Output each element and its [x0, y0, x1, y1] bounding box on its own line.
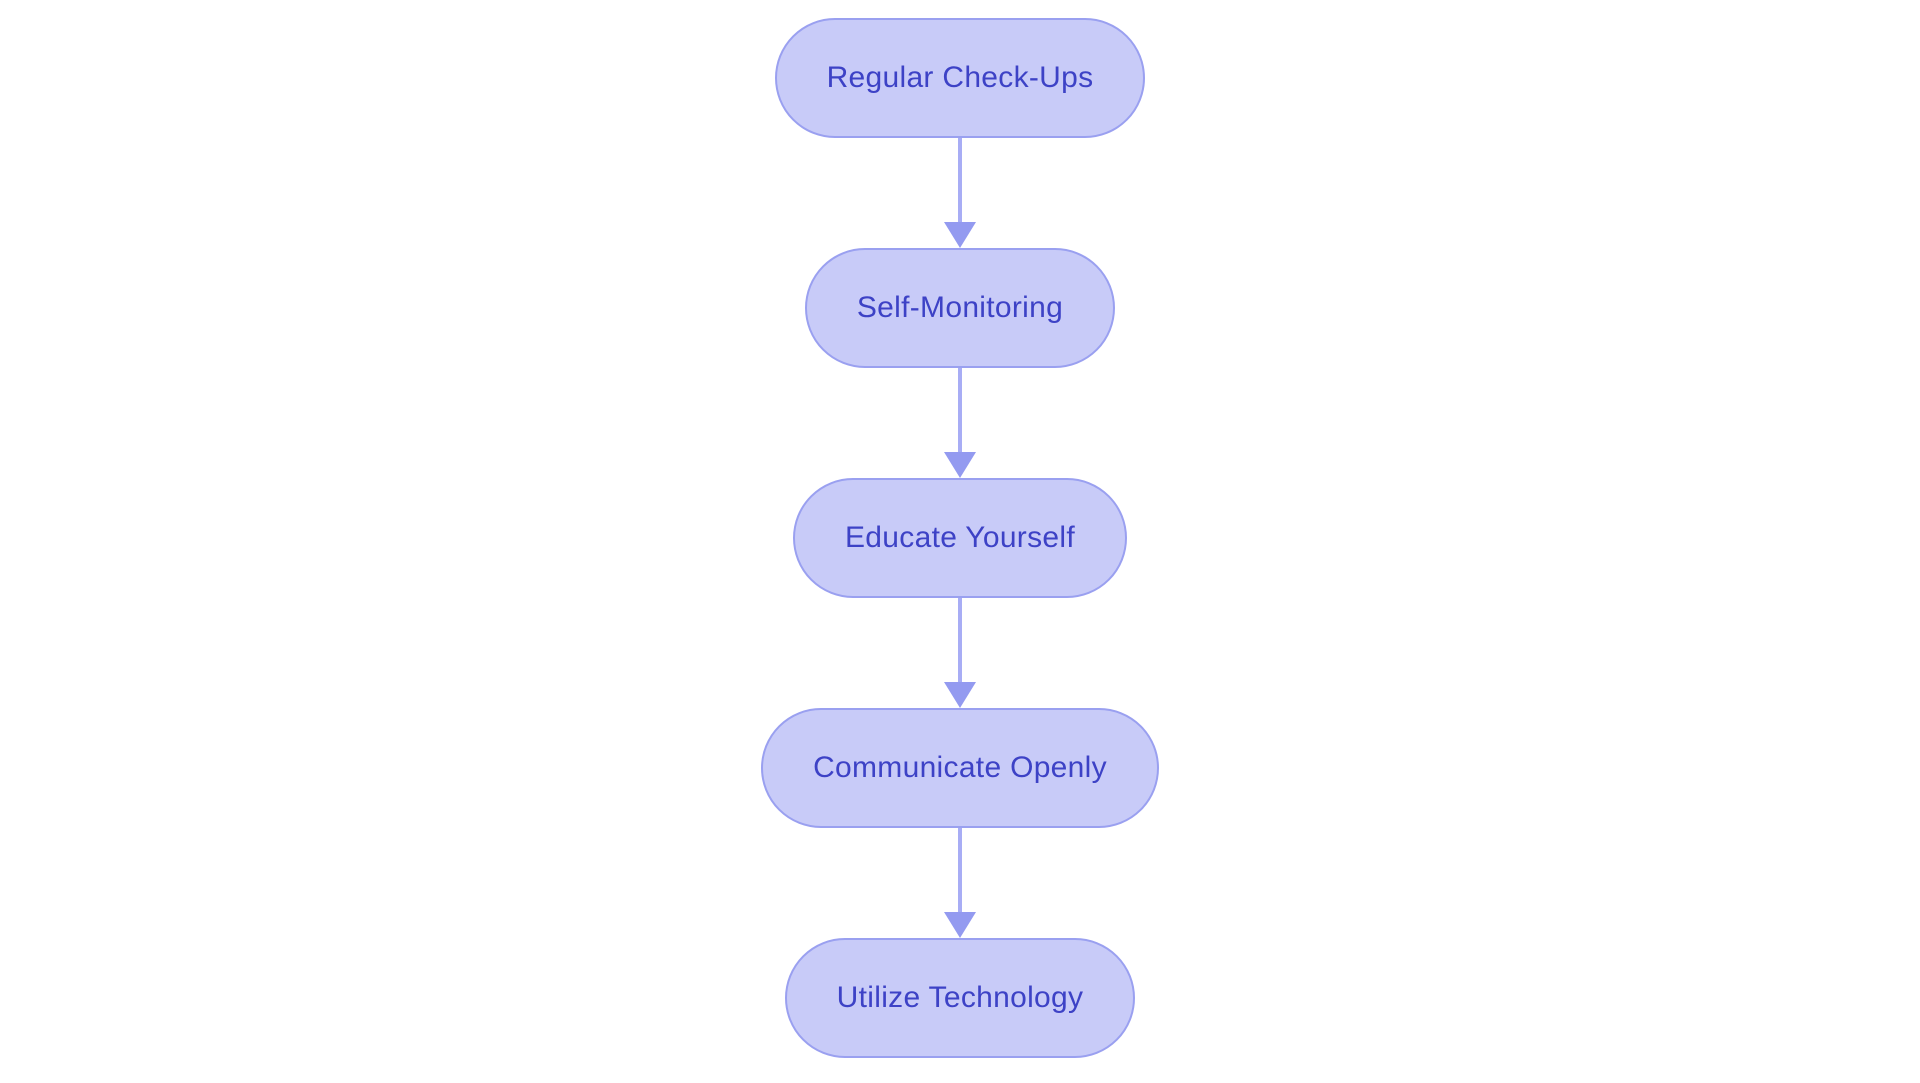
flow-node-educate-yourself: Educate Yourself	[793, 478, 1127, 598]
arrowhead-down-icon	[944, 912, 976, 938]
arrow-stem	[958, 828, 962, 912]
connector-arrow-3	[944, 598, 976, 708]
arrowhead-down-icon	[944, 682, 976, 708]
arrowhead-down-icon	[944, 452, 976, 478]
arrow-stem	[958, 138, 962, 222]
arrow-stem	[958, 598, 962, 682]
connector-arrow-4	[944, 828, 976, 938]
flow-node-communicate-openly: Communicate Openly	[761, 708, 1159, 828]
arrowhead-down-icon	[944, 222, 976, 248]
connector-arrow-2	[944, 368, 976, 478]
flow-node-utilize-technology: Utilize Technology	[784, 938, 1136, 1058]
arrow-stem	[958, 368, 962, 452]
flow-node-regular-check-ups: Regular Check-Ups	[774, 18, 1146, 138]
flow-node-self-monitoring: Self-Monitoring	[804, 248, 1116, 368]
connector-arrow-1	[944, 138, 976, 248]
